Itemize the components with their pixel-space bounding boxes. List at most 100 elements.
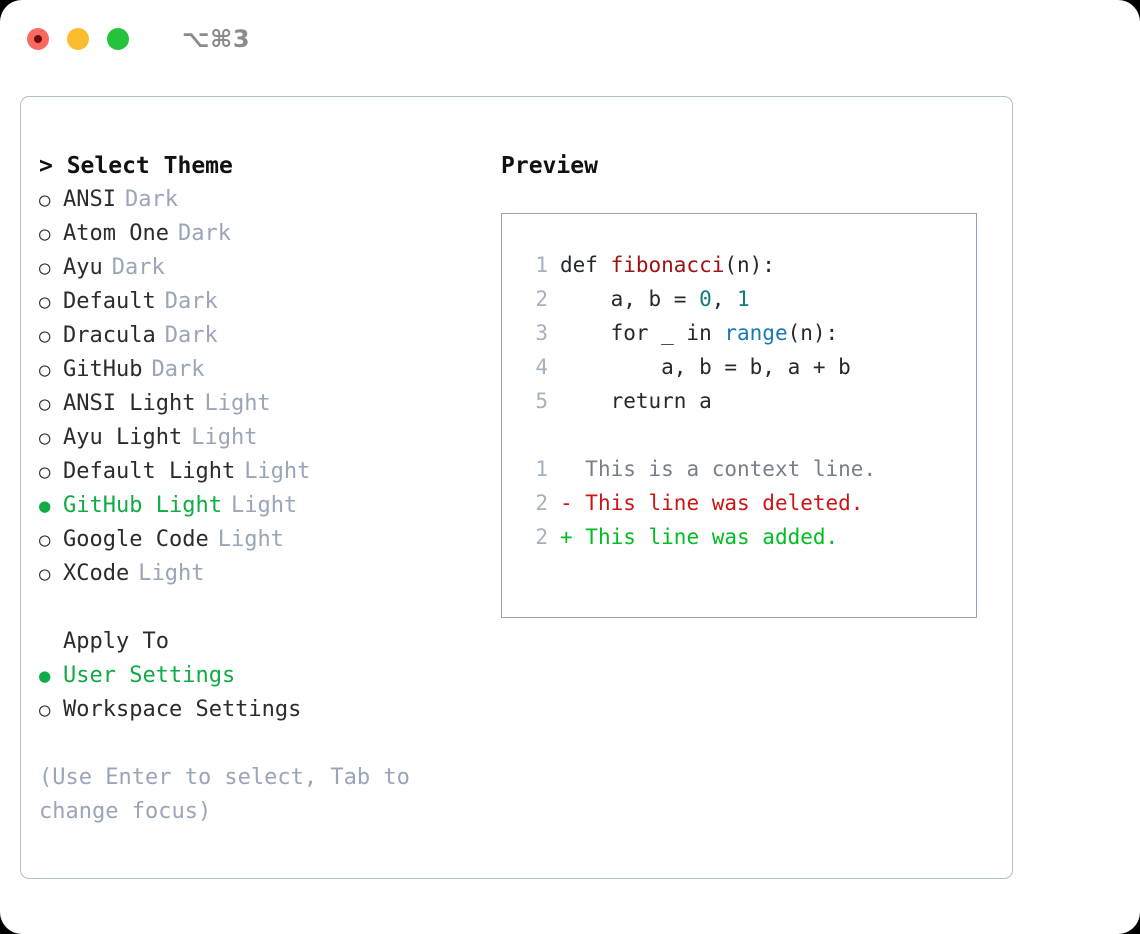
diff-marker: - bbox=[560, 491, 586, 515]
theme-option-ayu-light[interactable]: ○ Ayu Light Light bbox=[39, 421, 469, 455]
page-title: > Select Theme bbox=[39, 153, 233, 179]
apply-to-option-user-settings[interactable]: ● User Settings bbox=[39, 659, 469, 693]
theme-variant-badge: Dark bbox=[164, 289, 218, 314]
theme-option-label: Default bbox=[63, 289, 156, 314]
code-token-plain: (n): bbox=[724, 253, 775, 277]
theme-option-label: ANSI Light bbox=[63, 391, 196, 416]
theme-option-label: GitHub Light bbox=[63, 493, 222, 518]
theme-option-default[interactable]: ○ Default Dark bbox=[39, 285, 469, 319]
code-line: 3 for _ in range(n): bbox=[520, 316, 976, 350]
code-line: 4 a, b = b, a + b bbox=[520, 350, 976, 384]
theme-option-label: GitHub bbox=[63, 357, 143, 382]
code-token-plain: a, b = b, a + b bbox=[560, 355, 851, 379]
minimize-window-button[interactable] bbox=[67, 28, 89, 50]
theme-option-ayu[interactable]: ○ Ayu Dark bbox=[39, 251, 469, 285]
title-bar: ⌥⌘3 bbox=[0, 0, 1140, 78]
theme-variant-badge: Dark bbox=[124, 187, 178, 212]
theme-variant-badge: Dark bbox=[111, 255, 165, 280]
diff-line-number: 2 bbox=[535, 525, 548, 549]
theme-option-label: Atom One bbox=[63, 221, 169, 246]
radio-unselected-icon: ○ bbox=[39, 461, 51, 483]
maximize-window-button[interactable] bbox=[107, 28, 129, 50]
theme-option-atom-one[interactable]: ○ Atom One Dark bbox=[39, 217, 469, 251]
diff-line-text: This line was added. bbox=[585, 525, 839, 549]
theme-option-label: ANSI bbox=[63, 187, 116, 212]
theme-variant-badge: Dark bbox=[151, 357, 205, 382]
radio-selected-icon: ● bbox=[39, 495, 51, 517]
keyboard-hint: (Use Enter to select, Tab to change focu… bbox=[39, 761, 439, 829]
diff-line-ctx: 1 This is a context line. bbox=[520, 452, 976, 486]
code-token-num: 1 bbox=[737, 287, 750, 311]
code-line: 1 def fibonacci(n): bbox=[520, 248, 976, 282]
radio-unselected-icon: ○ bbox=[39, 189, 51, 211]
code-line-number: 5 bbox=[535, 389, 548, 413]
apply-to-option-workspace-settings[interactable]: ○ Workspace Settings bbox=[39, 693, 469, 727]
theme-option-dracula[interactable]: ○ Dracula Dark bbox=[39, 319, 469, 353]
close-window-button[interactable] bbox=[27, 28, 49, 50]
code-line-number: 3 bbox=[535, 321, 548, 345]
theme-option-label: XCode bbox=[63, 561, 130, 586]
theme-option-github-light[interactable]: ● GitHub Light Light bbox=[39, 489, 469, 523]
theme-variant-badge: Light bbox=[230, 493, 298, 518]
keyboard-shortcut-label: ⌥⌘3 bbox=[182, 25, 251, 53]
radio-unselected-icon: ○ bbox=[39, 699, 51, 721]
theme-variant-badge: Dark bbox=[164, 323, 218, 348]
code-token-plain: (n): bbox=[787, 321, 839, 345]
code-token-plain: , bbox=[711, 287, 738, 311]
diff-line-add: 2 + This line was added. bbox=[520, 520, 976, 554]
diff-line-del: 2- This line was deleted. bbox=[520, 486, 976, 520]
code-line-number: 4 bbox=[535, 355, 548, 379]
radio-unselected-icon: ○ bbox=[39, 257, 51, 279]
theme-option-ansi-light[interactable]: ○ ANSI Light Light bbox=[39, 387, 469, 421]
apply-to-heading: Apply To bbox=[63, 629, 169, 654]
diff-line-number: 1 bbox=[535, 457, 548, 481]
theme-option-label: Dracula bbox=[63, 323, 156, 348]
radio-unselected-icon: ○ bbox=[39, 291, 51, 313]
radio-unselected-icon: ○ bbox=[39, 359, 51, 381]
code-token-plain: for _ in bbox=[560, 321, 725, 345]
code-token-plain: return a bbox=[560, 389, 712, 413]
diff-line-number: 2 bbox=[535, 491, 548, 515]
theme-option-label: Google Code bbox=[63, 527, 209, 552]
theme-option-label: Ayu Light bbox=[63, 425, 183, 450]
theme-option-label: Ayu bbox=[63, 255, 103, 280]
apply-to-option-list[interactable]: ● User Settings ○ Workspace Settings bbox=[39, 659, 469, 727]
theme-variant-badge: Light bbox=[244, 459, 311, 484]
apply-to-option-label: User Settings bbox=[63, 663, 236, 688]
diff-line-text: This is a context line. bbox=[585, 457, 877, 481]
code-token-plain: def bbox=[560, 253, 611, 277]
radio-unselected-icon: ○ bbox=[39, 393, 51, 415]
theme-variant-badge: Light bbox=[204, 391, 271, 416]
code-line: 2 a, b = 0, 1 bbox=[520, 282, 976, 316]
theme-variant-badge: Dark bbox=[177, 221, 231, 246]
radio-unselected-icon: ○ bbox=[39, 529, 51, 551]
radio-unselected-icon: ○ bbox=[39, 223, 51, 245]
code-token-fn: fibonacci bbox=[610, 253, 725, 277]
code-line-number: 1 bbox=[535, 253, 548, 277]
diff-block: 1 This is a context line.2- This line wa… bbox=[520, 452, 976, 554]
diff-marker: + bbox=[560, 525, 586, 549]
radio-unselected-icon: ○ bbox=[39, 325, 51, 347]
code-diff-separator bbox=[520, 418, 976, 452]
radio-unselected-icon: ○ bbox=[39, 427, 51, 449]
theme-option-github[interactable]: ○ GitHub Dark bbox=[39, 353, 469, 387]
keyboard-hint-line-2: change focus) bbox=[39, 799, 212, 824]
radio-selected-icon: ● bbox=[39, 665, 51, 687]
theme-variant-badge: Light bbox=[191, 425, 258, 450]
theme-option-ansi[interactable]: ○ ANSI Dark bbox=[39, 183, 469, 217]
traffic-lights bbox=[27, 28, 129, 50]
keyboard-hint-line-1: (Use Enter to select, Tab to bbox=[39, 765, 410, 790]
code-token-num: 0 bbox=[699, 287, 712, 311]
apply-to-option-label: Workspace Settings bbox=[63, 697, 302, 722]
code-line: 5 return a bbox=[520, 384, 976, 418]
